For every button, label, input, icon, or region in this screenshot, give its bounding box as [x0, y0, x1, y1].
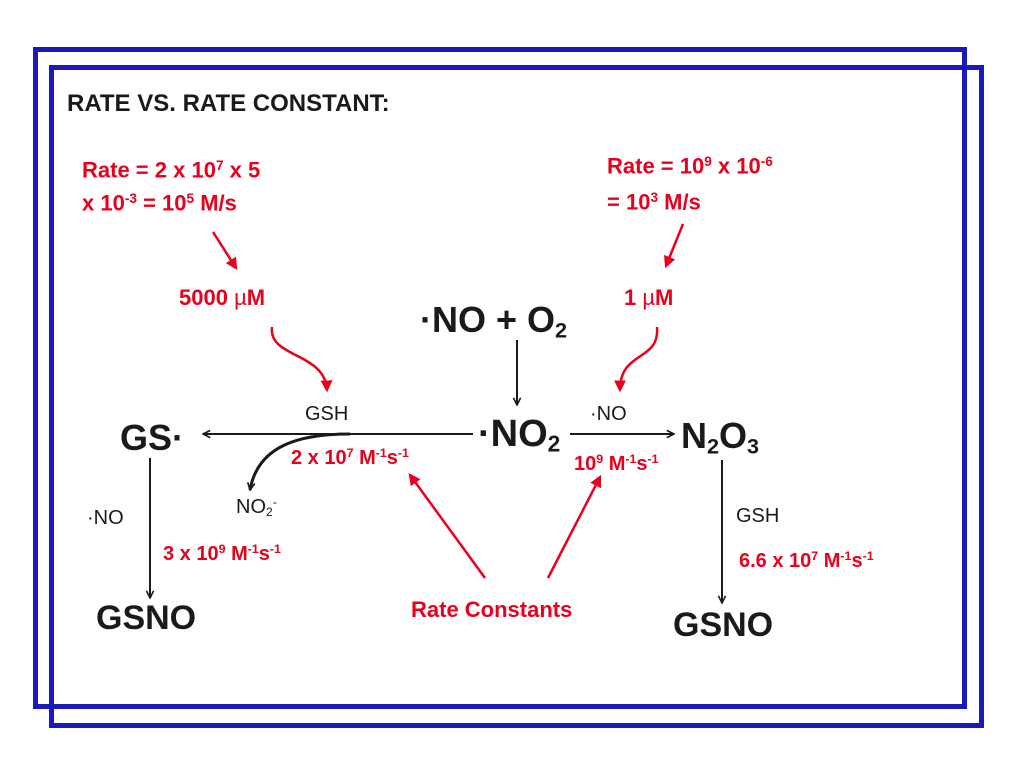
rate-constants-label: Rate Constants [411, 597, 573, 622]
species-no2-radical: ·NO2 [478, 413, 561, 457]
rate-constant-gsno-left: 3 x 109 M-1s-1 [163, 542, 281, 565]
arrow-rate-right-to-conc [664, 223, 685, 269]
arrow-label-to-k-gsh [408, 473, 487, 579]
arrow-to-nitrite [250, 432, 351, 490]
species-no-plus-o2: ·NO + O2 [420, 299, 568, 343]
rate-equation-right-line1: Rate = 109 x 10-6 [607, 153, 773, 179]
species-gsno-right: GSNO [673, 606, 774, 644]
arrow-conc-right-to-no [614, 326, 659, 393]
arrow-rate-left-to-conc [211, 231, 238, 271]
reagent-no-left: ·NO [87, 507, 124, 529]
species-nitrite: NO2- [236, 495, 277, 519]
rate-equation-right-line2: = 103 M/s [607, 189, 701, 215]
outer-frame-border [33, 47, 967, 709]
concentration-gsh: 5000 µM [179, 285, 266, 310]
reagent-gsh-top: GSH [305, 403, 349, 425]
inner-frame-border [49, 65, 984, 728]
species-gsno-left: GSNO [96, 599, 197, 637]
species-n2o3: N2O3 [681, 415, 760, 459]
reagent-gsh-right: GSH [736, 505, 780, 527]
arrow-label-to-k-no [546, 474, 602, 579]
rate-equation-left-line1: Rate = 2 x 107 x 5 [82, 157, 261, 183]
species-gs-radical: GS· [120, 417, 185, 458]
concentration-no: 1 µM [624, 285, 674, 310]
rate-constant-no: 109 M-1s-1 [574, 452, 659, 475]
slide-title: RATE VS. RATE CONSTANT: [67, 90, 390, 117]
rate-constant-gsno-right: 6.6 x 107 M-1s-1 [739, 549, 874, 572]
reagent-no-top: ·NO [590, 403, 627, 425]
rate-constant-gsh: 2 x 107 M-1s-1 [291, 446, 409, 469]
rate-equation-left-line2: x 10-3 = 105 M/s [82, 190, 237, 216]
arrow-conc-left-to-gsh [270, 326, 333, 393]
